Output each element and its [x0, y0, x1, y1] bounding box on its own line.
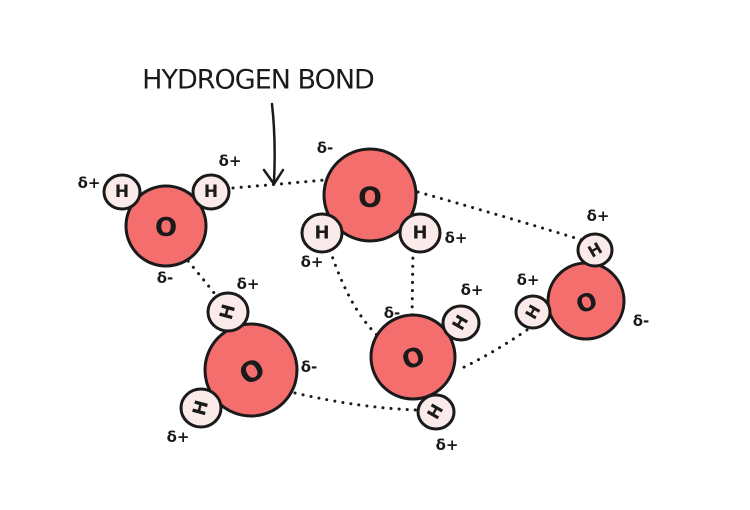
- partial-negative-label: δ-: [317, 139, 334, 157]
- hydrogen-label: H: [216, 302, 240, 322]
- water-molecule: O H H δ+ δ+ δ-: [514, 207, 650, 341]
- oxygen-label: O: [155, 213, 177, 243]
- hydrogen-bond-line: [410, 248, 415, 322]
- hydrogen-bond-line: [328, 248, 380, 338]
- partial-positive-label: δ+: [517, 271, 540, 289]
- hydrogen-label: H: [115, 182, 129, 202]
- water-molecule: O H H δ- δ+ δ+: [369, 281, 484, 454]
- partial-positive-label: δ+: [237, 275, 260, 293]
- oxygen-label: O: [358, 181, 382, 214]
- partial-positive-label: δ+: [445, 229, 468, 247]
- partial-positive-label: δ+: [219, 152, 242, 170]
- hydrogen-atom: [206, 291, 250, 333]
- hydrogen-atom: [441, 304, 481, 342]
- oxygen-atom: [124, 184, 208, 268]
- partial-negative-label: δ-: [633, 312, 650, 330]
- hydrogen-atom: [102, 173, 142, 211]
- hydrogen-atom: [398, 212, 442, 254]
- oxygen-atom: [369, 313, 457, 401]
- hydrogen-label: H: [412, 223, 427, 244]
- hydrogen-bond-line: [416, 190, 584, 242]
- hydrogen-atom: [300, 212, 344, 254]
- hydrogen-atom: [191, 173, 231, 211]
- partial-positive-label: δ+: [78, 174, 101, 192]
- title-arrow: [270, 102, 276, 184]
- hydrogen-bond-line: [231, 178, 327, 190]
- hydrogen-label: H: [314, 223, 329, 244]
- hydrogen-bond-line: [456, 328, 529, 372]
- water-molecule: O H H δ+ δ+ δ-: [78, 152, 242, 287]
- partial-positive-label: δ+: [301, 253, 324, 271]
- partial-positive-label: δ+: [436, 436, 459, 454]
- hydrogen-bonds: [181, 178, 584, 412]
- partial-positive-label: δ+: [587, 207, 610, 225]
- water-molecule: O H H δ+ δ+ δ-: [167, 275, 318, 446]
- oxygen-atom: [203, 322, 299, 418]
- oxygen-atom: [322, 147, 418, 243]
- hydrogen-atom: [416, 393, 456, 431]
- hydrogen-label: H: [189, 398, 213, 418]
- hydrogen-bond-line: [181, 253, 220, 300]
- hydrogen-atom: [514, 294, 552, 330]
- partial-negative-label: δ-: [301, 358, 318, 376]
- partial-negative-label: δ-: [384, 304, 401, 322]
- partial-negative-label: δ-: [157, 269, 174, 287]
- hydrogen-bond-line: [293, 391, 419, 412]
- partial-positive-label: δ+: [461, 281, 484, 299]
- water-molecule: O H H δ- δ+ δ+: [300, 139, 468, 271]
- hydrogen-atom: [576, 232, 614, 268]
- hydrogen-atom: [179, 387, 223, 429]
- hydrogen-label: H: [204, 182, 218, 202]
- diagram-title: HYDROGEN BOND: [142, 65, 374, 96]
- partial-positive-label: δ+: [167, 428, 190, 446]
